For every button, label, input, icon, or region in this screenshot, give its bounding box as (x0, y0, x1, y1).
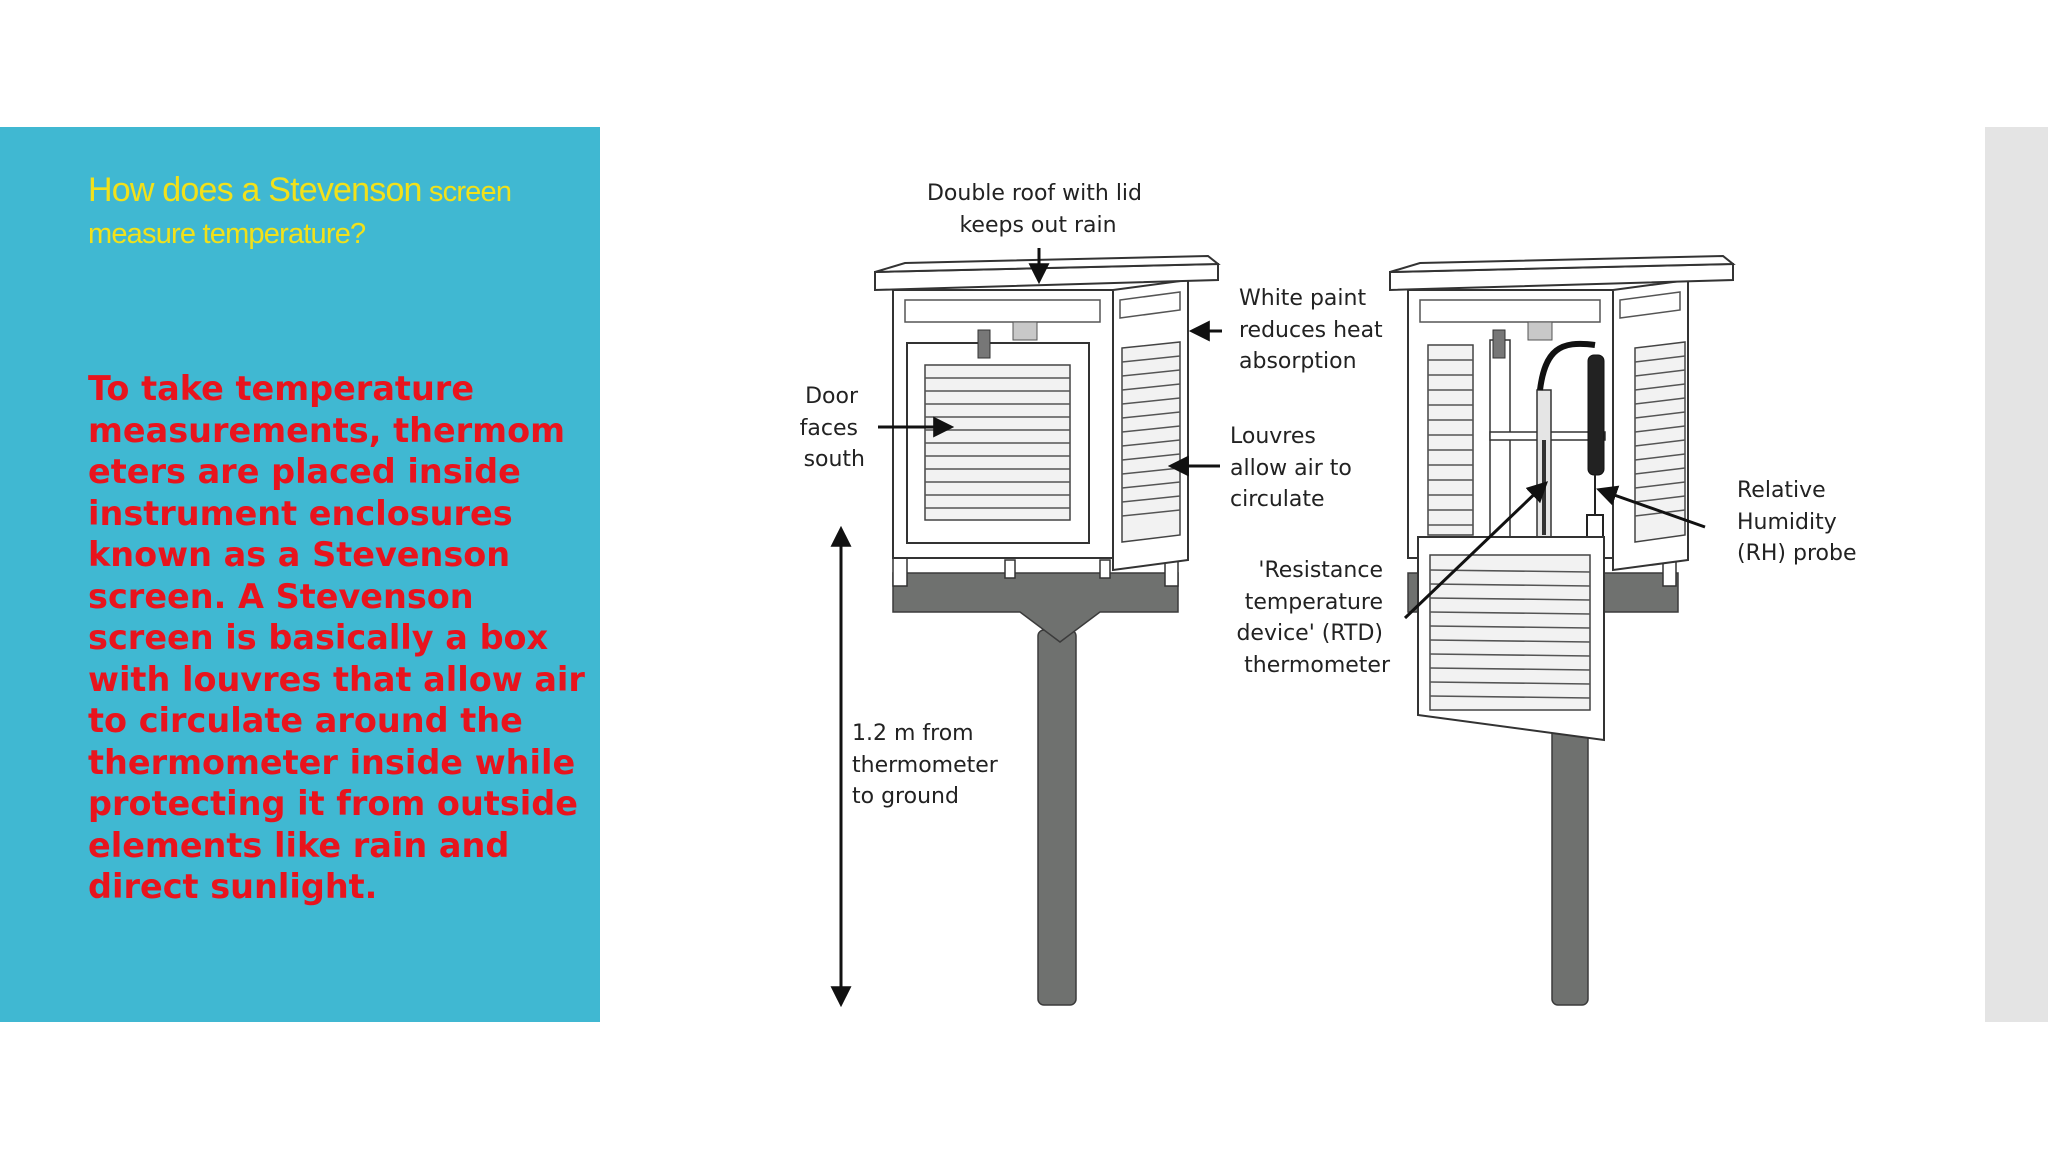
label-louvres: Louvres allow air to circulate (1230, 424, 1359, 512)
left-panel (0, 127, 600, 1022)
stevenson-screen-diagram: Double roof with lid keeps out rain Whit… (800, 181, 1856, 1008)
slide-title: How does a Stevenson screen measure tempe… (88, 170, 568, 254)
label-paint-line3: absorption (1239, 349, 1357, 374)
label-rtd-line3: device' (RTD) (1236, 621, 1383, 646)
label-door-line3: south (804, 447, 865, 472)
label-height: 1.2 m from thermometer to ground (852, 721, 1005, 809)
annotation-arrows (830, 248, 1706, 1008)
label-roof-line2: keeps out rain (959, 213, 1116, 238)
label-louvres-line1: Louvres (1230, 424, 1316, 449)
label-louvres-line2: allow air to (1230, 456, 1352, 481)
label-paint-line1: White paint (1239, 286, 1366, 311)
label-door-line1: Door (805, 384, 859, 409)
label-rtd-line2: temperature (1245, 590, 1383, 615)
label-paint: White paint reduces heat absorption (1239, 286, 1390, 374)
label-door: Door faces south (800, 384, 865, 472)
label-roof: Double roof with lid keeps out rain (927, 181, 1149, 238)
label-rtd: 'Resistance temperature device' (RTD) th… (1236, 558, 1390, 678)
right-edge-strip (1985, 127, 2048, 1022)
label-door-line2: faces (800, 416, 858, 441)
right-screen (1389, 254, 1736, 1006)
title-line2: measure temperature? (88, 218, 366, 250)
label-paint-line2: reduces heat (1239, 318, 1383, 343)
label-rh-line2: Humidity (1737, 510, 1837, 535)
label-roof-line1: Double roof with lid (927, 181, 1142, 206)
label-rtd-line4: thermometer (1244, 653, 1391, 678)
title-part1: How does a Stevenson (88, 171, 422, 209)
label-rh-line3: (RH) probe (1737, 541, 1856, 566)
label-height-line3: to ground (852, 784, 959, 809)
label-height-line2: thermometer (852, 753, 999, 778)
left-screen (874, 254, 1221, 1006)
label-height-line1: 1.2 m from (852, 721, 974, 746)
label-rh: Relative Humidity (RH) probe (1737, 478, 1856, 566)
title-part2: screen (421, 176, 512, 208)
label-rh-line1: Relative (1737, 478, 1826, 503)
label-rtd-line1: 'Resistance (1258, 558, 1383, 583)
body-text: To take temperature measurements, thermo… (88, 369, 585, 906)
label-louvres-line3: circulate (1230, 487, 1325, 512)
